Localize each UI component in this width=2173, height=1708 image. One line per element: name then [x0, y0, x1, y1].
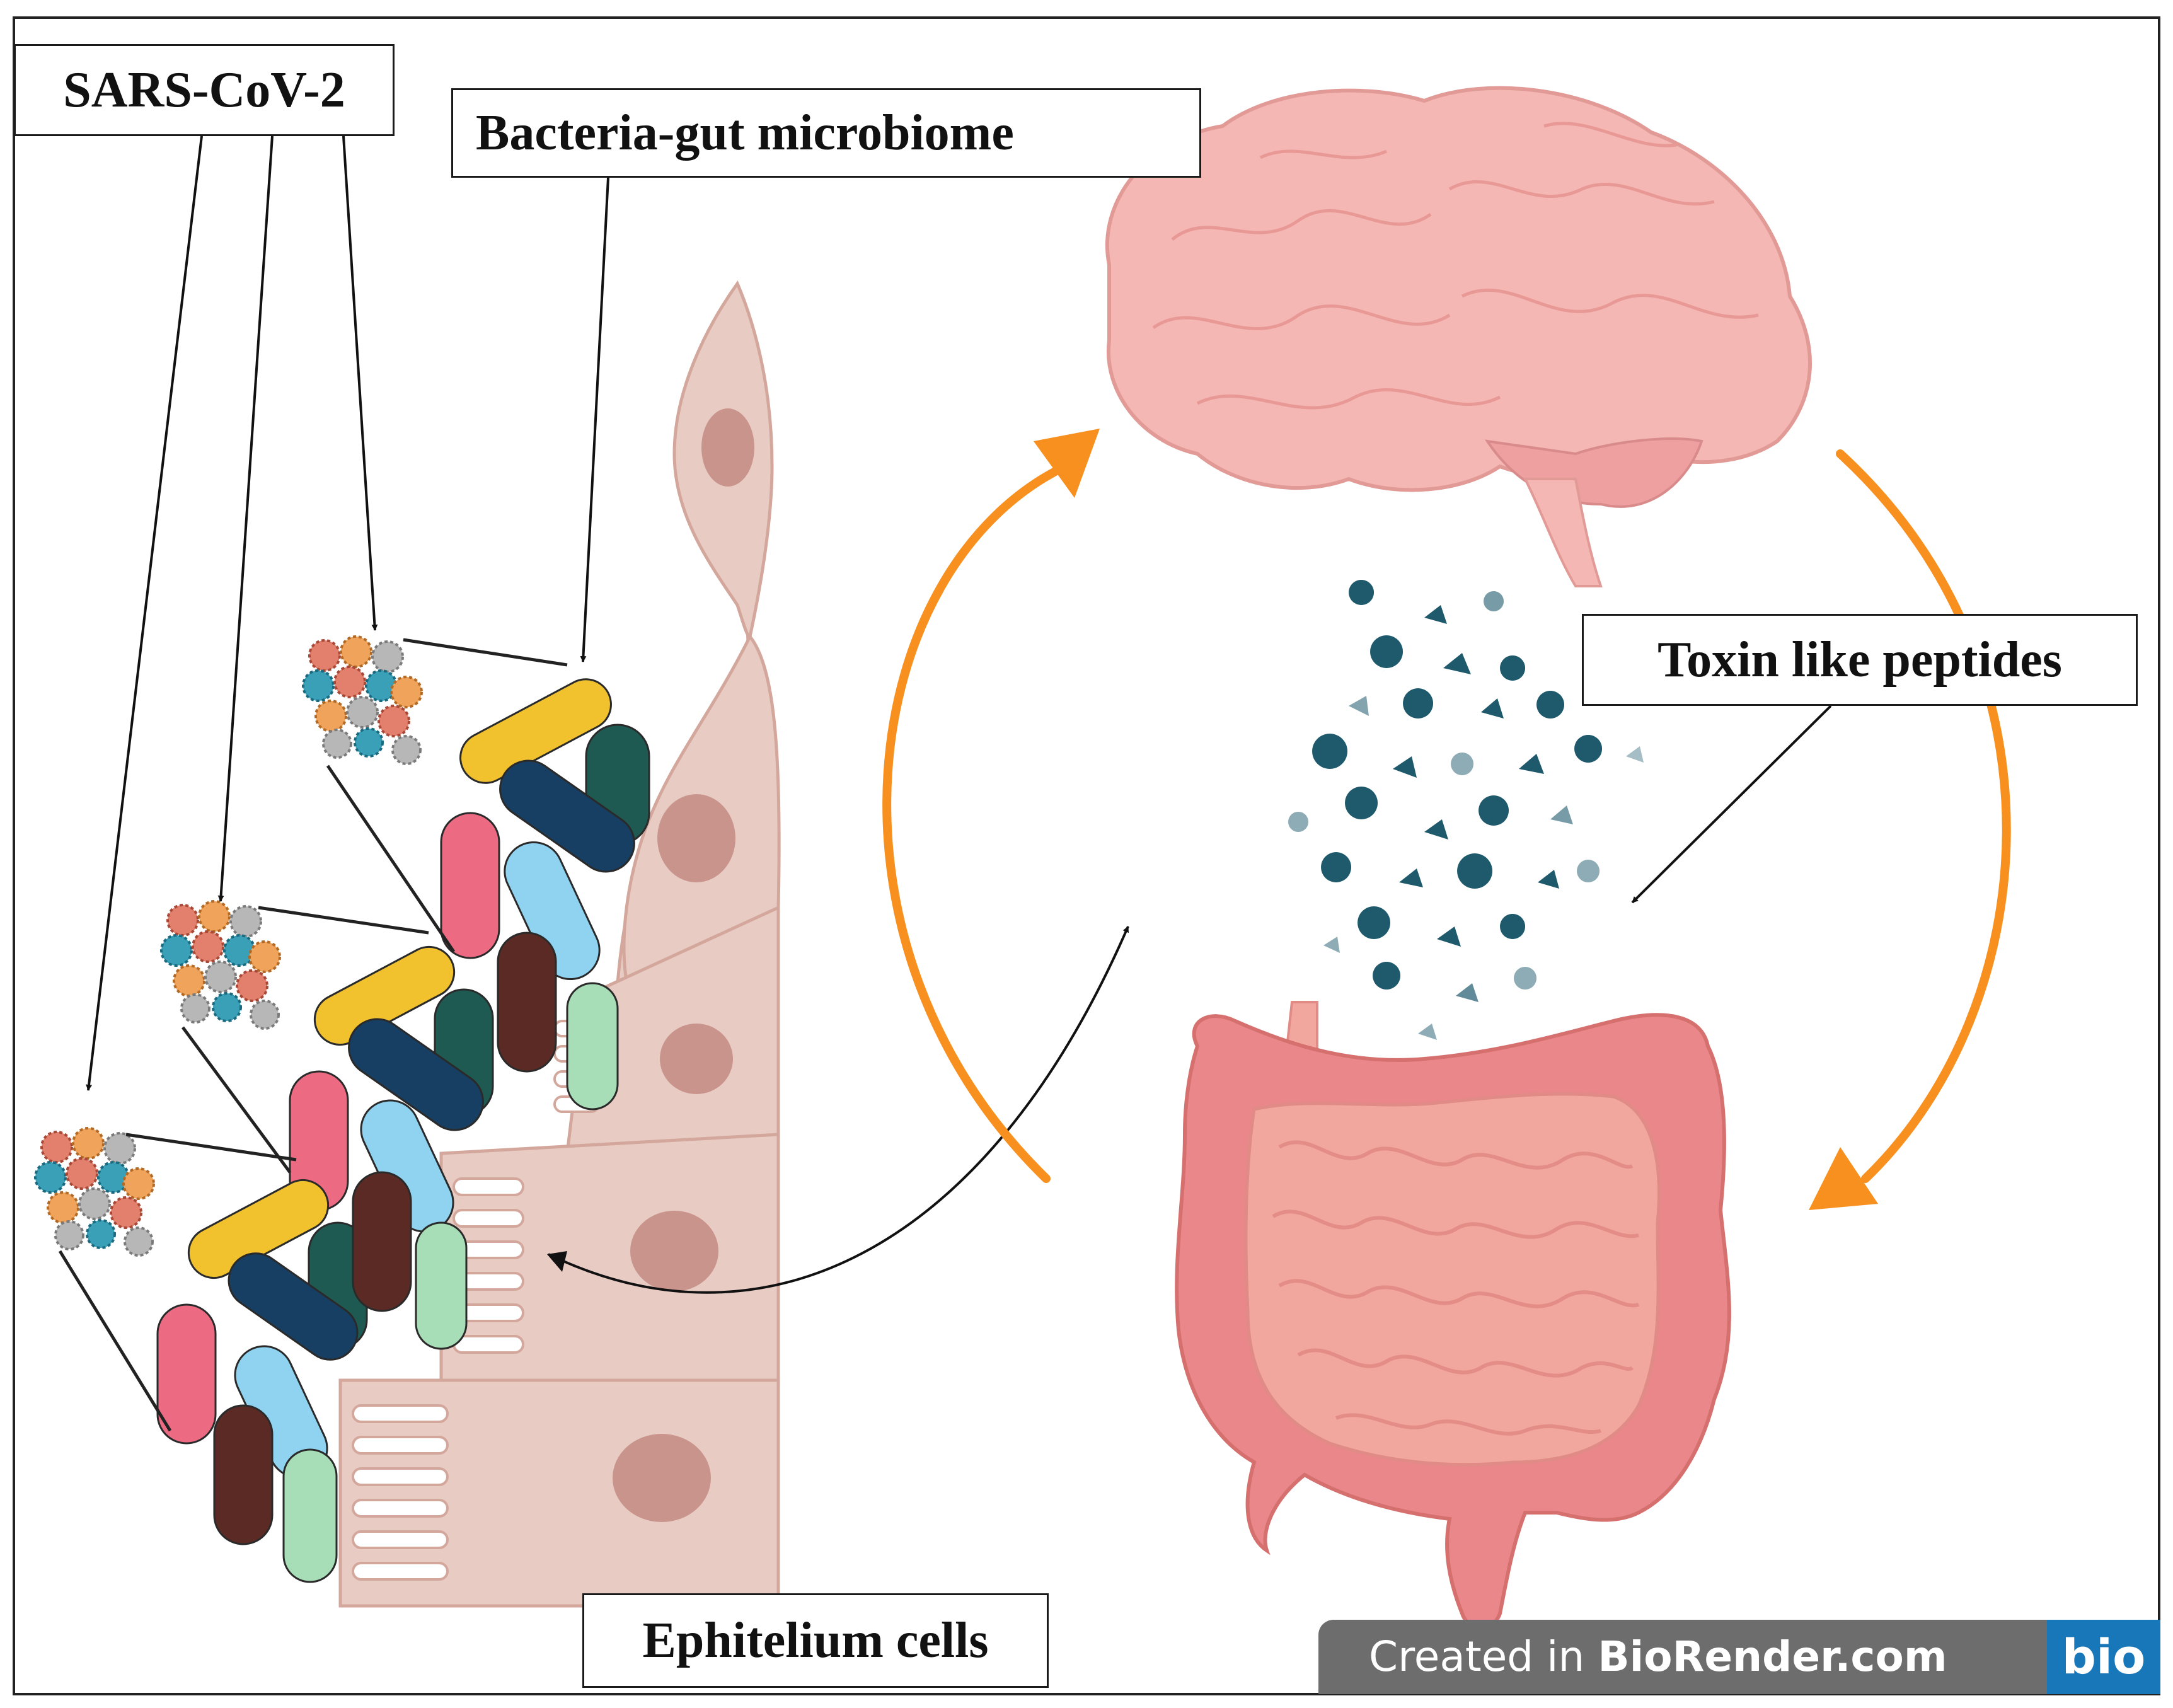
watermark-brand: BioRender.com [1598, 1632, 1947, 1681]
intestine-icon [1175, 1001, 1731, 1630]
label-toxin-like-peptides: Toxin like peptides [1582, 614, 2138, 706]
cycle-arrowheads [1034, 429, 1878, 1210]
label-sars-text: SARS-CoV-2 [63, 62, 345, 118]
label-pointer-arrows [86, 136, 1832, 1294]
biorender-watermark: Created in BioRender.com bio [1318, 1620, 2160, 1694]
label-epithelium-text: Ephitelium cells [642, 1612, 989, 1668]
watermark-prefix: Created in [1369, 1632, 1598, 1681]
watermark-text: Created in BioRender.com [1369, 1620, 1947, 1694]
connector-lines [58, 638, 568, 1432]
figure-frame [13, 16, 2160, 1695]
label-epithelium-cells: Ephitelium cells [582, 1593, 1049, 1688]
virus-icon [34, 635, 423, 1257]
label-bacteria-text: Bacteria-gut microbiome [476, 105, 1014, 161]
gut-brain-cycle-arrows [882, 449, 2011, 1183]
biorender-logo-icon: bio [2047, 1620, 2160, 1694]
label-toxin-text: Toxin like peptides [1657, 632, 2062, 688]
bacteria-icon [156, 678, 650, 1583]
toxin-peptide-icon [1288, 580, 1644, 1040]
brain-icon [1105, 86, 1812, 587]
epithelium-arrowhead [547, 1251, 567, 1272]
label-sars-cov-2: SARS-CoV-2 [14, 44, 395, 136]
label-bacteria-gut-microbiome: Bacteria-gut microbiome [451, 88, 1201, 178]
